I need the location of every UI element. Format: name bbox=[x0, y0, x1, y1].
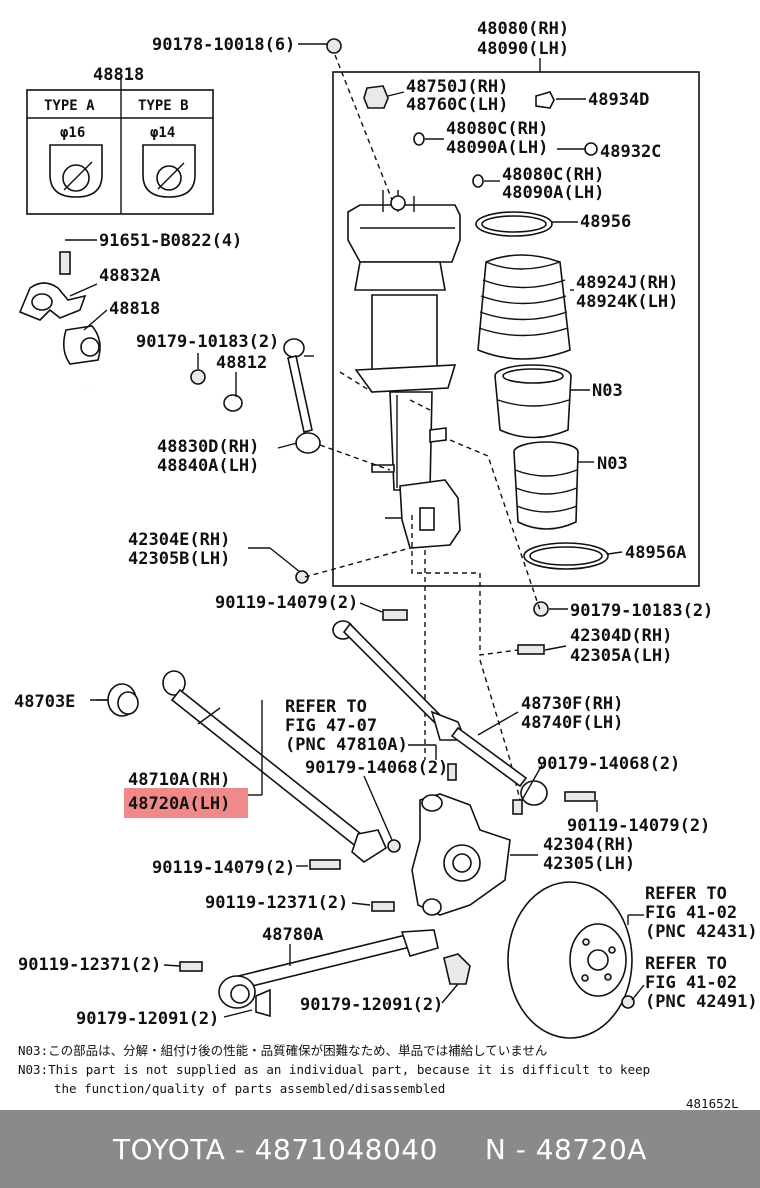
rear-lower-arm bbox=[218, 929, 439, 1018]
label-48812: 48812 bbox=[216, 353, 267, 373]
label-48956a: 48956A bbox=[625, 543, 686, 563]
bump-stopper-upper bbox=[494, 364, 572, 439]
label-48090a: 48090A(LH) bbox=[446, 138, 548, 158]
label-48818-b: 48818 bbox=[109, 299, 160, 319]
label-phi16: φ16 bbox=[60, 125, 85, 141]
label-48710: 48710A(RH) bbox=[128, 770, 230, 790]
label-48760: 48760C(LH) bbox=[406, 95, 508, 115]
dust-boot bbox=[477, 254, 571, 360]
stabilizer-bar bbox=[86, 387, 243, 438]
label-48740: 48740F(LH) bbox=[521, 713, 623, 733]
diagram-code: 481652L bbox=[686, 1096, 739, 1110]
label-42305a: 42305A(LH) bbox=[570, 646, 672, 666]
stabilizer-link bbox=[283, 338, 321, 454]
footer-text: TOYOTA - 4871048040 N - 48720A bbox=[113, 1132, 647, 1166]
label-48090: 48090(LH) bbox=[477, 39, 569, 59]
note-en-1: N03:This part is not supplied as an indi… bbox=[18, 1062, 650, 1077]
label-48818-a: 48818 bbox=[93, 65, 144, 85]
label-90119-12371-b: 90119-12371(2) bbox=[18, 955, 161, 975]
label-48830: 48830D(RH) bbox=[157, 437, 259, 457]
label-48934: 48934D bbox=[588, 90, 649, 110]
label-42305: 42305(LH) bbox=[543, 854, 635, 874]
label-48080c-2: 48080C(RH) bbox=[502, 165, 604, 185]
label-90179-12091-b: 90179-12091(2) bbox=[76, 1009, 219, 1029]
label-48720: 48720A(LH) bbox=[128, 794, 230, 814]
label-n03-b: N03 bbox=[597, 454, 628, 474]
label-42304: 42304(RH) bbox=[543, 835, 635, 855]
highlight-box bbox=[124, 788, 248, 818]
label-refer3-c: (PNC 42491) bbox=[645, 992, 758, 1012]
footer-bar: TOYOTA - 4871048040 N - 48720A bbox=[0, 1110, 760, 1188]
label-48956: 48956 bbox=[580, 212, 631, 232]
label-42305b: 42305B(LH) bbox=[128, 549, 230, 569]
label-90179-14068-b: 90179-14068(2) bbox=[537, 754, 680, 774]
leader-lines bbox=[65, 43, 645, 1018]
label-48730: 48730F(RH) bbox=[521, 694, 623, 714]
label-48703: 48703E bbox=[14, 692, 75, 712]
label-90119-14079-a: 90119-14079(2) bbox=[215, 593, 358, 613]
label-91651: 91651-B0822(4) bbox=[99, 231, 242, 251]
label-refer3-b: FIG 41-02 bbox=[645, 973, 737, 993]
label-type-a: TYPE A bbox=[44, 98, 95, 114]
label-90119-14079-c: 90119-14079(2) bbox=[152, 858, 295, 878]
label-refer3-a: REFER TO bbox=[645, 954, 727, 974]
label-90179-14068-a: 90179-14068(2) bbox=[305, 758, 448, 778]
label-90178: 90178-10018(6) bbox=[152, 35, 295, 55]
label-refer1-a: REFER TO bbox=[285, 697, 367, 717]
note-en-2: the function/quality of parts assembled/… bbox=[54, 1081, 445, 1096]
label-refer1-b: FIG 47-07 bbox=[285, 716, 377, 736]
label-phi14: φ14 bbox=[150, 125, 175, 141]
label-refer2-a: REFER TO bbox=[645, 884, 727, 904]
label-42304d: 42304D(RH) bbox=[570, 626, 672, 646]
nut-icon bbox=[326, 38, 342, 54]
label-48080: 48080(RH) bbox=[477, 19, 569, 39]
label-48080c: 48080C(RH) bbox=[446, 119, 548, 139]
parts-diagram: 90178-10018(6) 48080(RH) 48090(LH) 48818… bbox=[14, 19, 758, 1110]
label-90119-14079-b: 90119-14079(2) bbox=[567, 816, 710, 836]
bushing-type-table bbox=[26, 78, 214, 215]
label-48924j: 48924J(RH) bbox=[576, 273, 678, 293]
label-90179-10183-a: 90179-10183(2) bbox=[136, 332, 279, 352]
label-48090a-2: 48090A(LH) bbox=[502, 183, 604, 203]
label-42304e: 42304E(RH) bbox=[128, 530, 230, 550]
label-90179-10183-b: 90179-10183(2) bbox=[570, 601, 713, 621]
label-type-b: TYPE B bbox=[138, 98, 189, 114]
strut-assembly-box bbox=[332, 71, 700, 587]
label-48932: 48932C bbox=[600, 142, 661, 162]
bushing-48703e bbox=[96, 683, 139, 717]
label-48840: 48840A(LH) bbox=[157, 456, 259, 476]
strut-mount bbox=[347, 190, 461, 291]
label-90119-12371-a: 90119-12371(2) bbox=[205, 893, 348, 913]
notes: N03:この部品は、分解・組付け後の性能・品質確保が困難なため、単品では補給して… bbox=[18, 1043, 739, 1110]
label-refer2-c: (PNC 42431) bbox=[645, 922, 758, 942]
label-refer2-b: FIG 41-02 bbox=[645, 903, 737, 923]
part-labels: 90178-10018(6) 48080(RH) 48090(LH) 48818… bbox=[14, 19, 758, 1029]
label-48780: 48780A bbox=[262, 925, 323, 945]
label-90179-12091-a: 90179-12091(2) bbox=[300, 995, 443, 1015]
label-refer1-c: (PNC 47810A) bbox=[285, 735, 408, 755]
label-48924k: 48924K(LH) bbox=[576, 292, 678, 312]
bump-stopper-lower bbox=[513, 441, 579, 530]
steering-knuckle bbox=[411, 793, 511, 916]
lower-control-arm-48710a bbox=[162, 670, 388, 863]
label-n03-a: N03 bbox=[592, 381, 623, 401]
upper-control-arm bbox=[332, 620, 548, 806]
shock-absorber bbox=[354, 294, 461, 549]
brake-disc bbox=[507, 881, 635, 1039]
label-48832: 48832A bbox=[99, 266, 160, 286]
label-48750: 48750J(RH) bbox=[406, 77, 508, 97]
note-jp: N03:この部品は、分解・組付け後の性能・品質確保が困難なため、単品では補給して… bbox=[18, 1043, 547, 1058]
